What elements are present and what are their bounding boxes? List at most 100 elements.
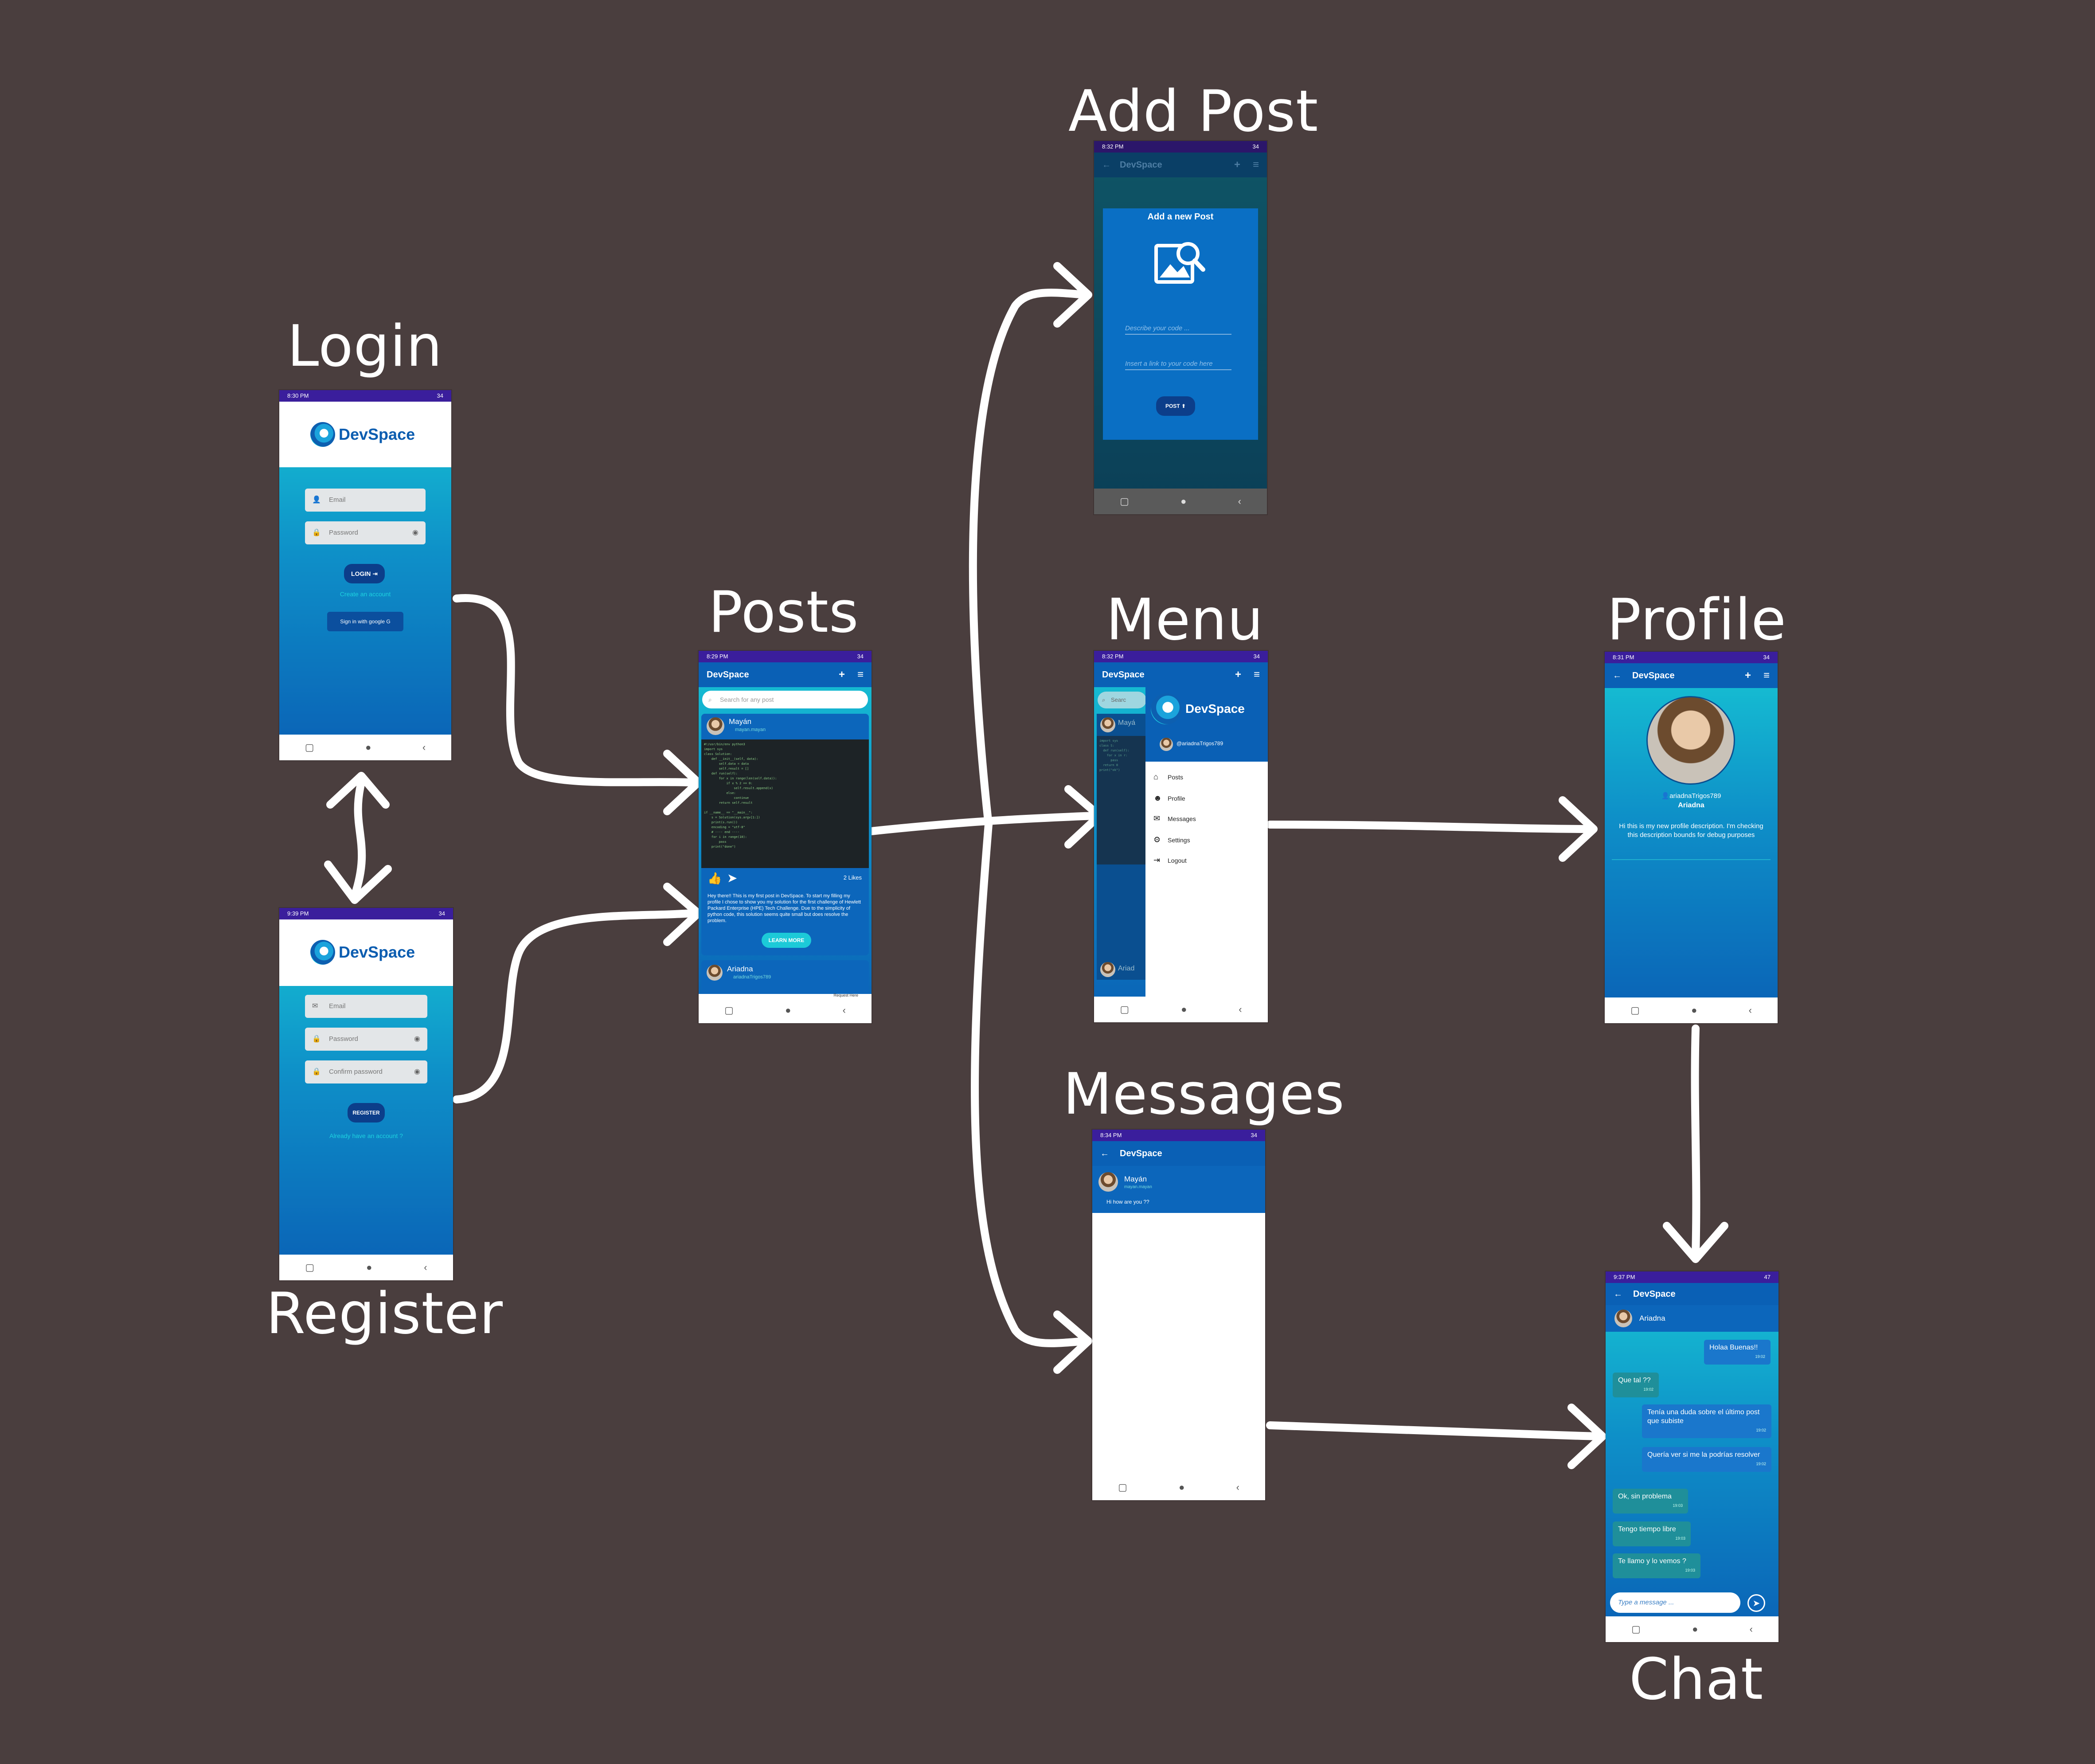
plus-icon[interactable]: + (1234, 159, 1240, 171)
android-nav-bar: ▢ ● ‹ (699, 997, 872, 1023)
bubble-time: 19:02 (1755, 1354, 1765, 1359)
plus-icon[interactable]: + (1235, 669, 1241, 681)
home-nav-icon[interactable]: ● (1181, 1004, 1187, 1015)
search-icon: ⌕ (708, 696, 712, 703)
profile-handle-text: ariadnaTrigos789 (1669, 792, 1721, 800)
back-nav-icon[interactable]: ‹ (1749, 1623, 1753, 1635)
menu-icon[interactable]: ≡ (1253, 669, 1260, 681)
app-logo: DevSpace (310, 422, 415, 447)
person-icon: 👤 (1661, 792, 1670, 800)
square-nav-icon[interactable]: ▢ (305, 1262, 315, 1273)
email-field[interactable]: 👤Email (305, 489, 426, 512)
google-icon: G (386, 618, 391, 625)
home-nav-icon[interactable]: ● (1692, 1623, 1698, 1635)
back-nav-icon[interactable]: ‹ (1748, 1005, 1752, 1016)
post-button[interactable]: POST ⬆ (1156, 396, 1195, 416)
arrowhead-messages-to-chat (1567, 1404, 1606, 1469)
divider (1612, 859, 1771, 860)
avatar (707, 717, 724, 735)
google-signin-button[interactable]: Sign in with google G (327, 612, 403, 631)
app-bar-title: DevSpace (1632, 670, 1675, 681)
image-search-icon[interactable] (1153, 237, 1206, 290)
chat-bubble-received: Que tal ??19:02 (1613, 1373, 1659, 1397)
arrow-login-to-posts (453, 594, 696, 786)
menu-item-profile[interactable]: ☻Profile (1153, 794, 1185, 803)
arrow-to-messages (971, 821, 1090, 1347)
back-nav-icon[interactable]: ‹ (1239, 1004, 1242, 1015)
register-button[interactable]: REGISTER (348, 1103, 385, 1123)
title-posts: Posts (708, 579, 859, 645)
menu-icon[interactable]: ≡ (1763, 669, 1770, 681)
send-icon[interactable]: ➤ (727, 871, 738, 885)
home-nav-icon[interactable]: ● (365, 742, 371, 753)
home-nav-icon[interactable]: ● (366, 1262, 372, 1273)
back-arrow-icon[interactable]: ← (1100, 1148, 1109, 1158)
home-nav-icon[interactable]: ● (1180, 496, 1187, 507)
back-nav-icon[interactable]: ‹ (1238, 496, 1241, 507)
send-button[interactable]: ➤ (1747, 1594, 1765, 1612)
home-nav-icon[interactable]: ● (785, 1005, 791, 1016)
menu-icon[interactable]: ≡ (857, 669, 864, 681)
password-field[interactable]: 🔒Password◉ (305, 1028, 427, 1051)
square-nav-icon[interactable]: ▢ (305, 742, 314, 753)
back-arrow-icon[interactable]: ← (1614, 1289, 1622, 1299)
menu-item-logout[interactable]: ⇥Logout (1153, 856, 1187, 865)
avatar (1100, 717, 1115, 732)
app-bar: DevSpace+≡ (1094, 662, 1268, 687)
confirm-password-field[interactable]: 🔒Confirm password◉ (305, 1060, 427, 1083)
square-nav-icon[interactable]: ▢ (1118, 1482, 1127, 1493)
search-input[interactable]: ⌕Search for any post (702, 691, 868, 708)
eye-icon[interactable]: ◉ (414, 1068, 420, 1076)
menu-item-posts[interactable]: ⌂Posts (1153, 772, 1183, 782)
back-arrow-icon[interactable]: ← (1613, 670, 1622, 681)
back-nav-icon[interactable]: ‹ (1236, 1482, 1239, 1493)
eye-icon[interactable]: ◉ (414, 1035, 420, 1043)
like-icon[interactable]: 👍 (707, 872, 722, 885)
back-nav-icon[interactable]: ‹ (842, 1005, 846, 1016)
have-account-link[interactable]: Already have an account ? (329, 1132, 403, 1139)
home-nav-icon[interactable]: ● (1691, 1005, 1697, 1016)
plus-icon[interactable]: + (838, 669, 845, 681)
password-field[interactable]: 🔒Password◉ (305, 521, 426, 544)
upload-icon: ⬆ (1181, 403, 1186, 409)
code-link-input[interactable]: Insert a link to your code here (1125, 360, 1231, 370)
login-button[interactable]: LOGIN ⇥ (344, 564, 385, 583)
message-input[interactable]: Type a message ... (1610, 1592, 1740, 1613)
home-nav-icon[interactable]: ● (1179, 1482, 1185, 1493)
menu-item-messages[interactable]: ✉Messages (1153, 814, 1196, 823)
profile-handle: 👤ariadnaTrigos789 (1605, 792, 1778, 800)
create-account-link[interactable]: Create an account (340, 591, 391, 598)
profile-name: Ariadna (1678, 802, 1704, 809)
dialog-title: Add a new Post (1147, 212, 1214, 222)
learn-more-button[interactable]: LEARN MORE (762, 933, 811, 948)
back-nav-icon[interactable]: ‹ (422, 742, 426, 753)
bubble-text: Ok, sin problema (1618, 1493, 1672, 1500)
back-nav-icon[interactable]: ‹ (424, 1262, 427, 1273)
menu-item-settings[interactable]: ⚙Settings (1153, 835, 1190, 845)
describe-code-input[interactable]: Describe your code ... (1125, 325, 1231, 335)
account-icon: ☻ (1153, 794, 1162, 802)
arrowhead-register-down (324, 860, 392, 904)
dimmed-code-image: import sys class S: def run(self): for x… (1097, 736, 1145, 864)
conversation-item[interactable]: Mayán mayan.mayan Hi how are you ?? (1092, 1166, 1265, 1213)
square-nav-icon[interactable]: ▢ (1120, 1004, 1130, 1015)
bubble-text: Tenía una duda sobre el último post que … (1647, 1408, 1760, 1425)
footer-note: Request Here (833, 993, 858, 997)
square-nav-icon[interactable]: ▢ (1630, 1005, 1640, 1016)
eye-icon[interactable]: ◉ (412, 529, 418, 536)
menu-icon[interactable]: ≡ (1252, 159, 1259, 171)
email-field[interactable]: ✉Email (305, 995, 427, 1018)
bubble-text: Quería ver si me la podrías resolver (1647, 1451, 1760, 1459)
post-text: Hey there!! This is my first post in Dev… (707, 893, 861, 923)
square-nav-icon[interactable]: ▢ (1631, 1623, 1641, 1635)
menu-item-label: Logout (1168, 857, 1187, 864)
back-arrow-icon[interactable]: ← (1102, 160, 1111, 170)
avatar (1100, 962, 1115, 977)
title-menu: Menu (1106, 587, 1264, 653)
plus-icon[interactable]: + (1744, 669, 1751, 681)
square-nav-icon[interactable]: ▢ (724, 1005, 734, 1016)
square-nav-icon[interactable]: ▢ (1120, 496, 1129, 507)
chat-icon: ✉ (1153, 814, 1161, 823)
status-battery: 47 (1764, 1274, 1771, 1280)
